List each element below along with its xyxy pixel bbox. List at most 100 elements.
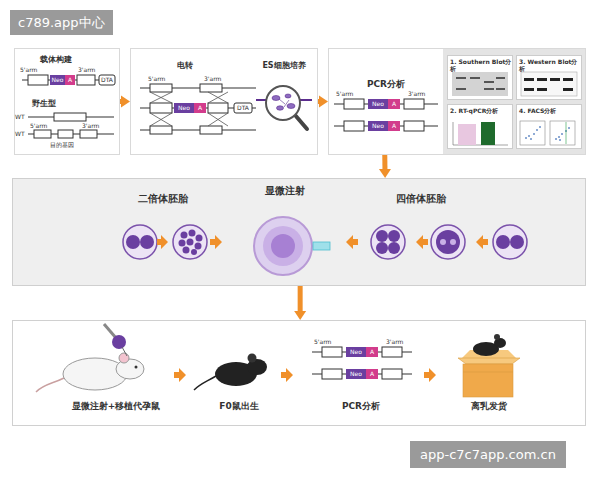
southern-gel (452, 72, 508, 96)
southern-gel (496, 88, 505, 90)
recombination-sketch (150, 103, 172, 113)
qpcr-bars (453, 122, 508, 145)
surrogate-mouse (119, 353, 129, 363)
four-cell-embryo (376, 230, 388, 242)
node-title: 3. Western Blot分析 (519, 58, 581, 72)
southern-gel (452, 72, 508, 96)
node-title: 显微注射 (245, 185, 325, 197)
blastocyst (183, 247, 190, 254)
fused-embryo (450, 239, 456, 245)
western-gel (524, 78, 573, 91)
shipping-box (494, 334, 500, 340)
facs-plots (530, 138, 532, 140)
flow-arrow (120, 96, 130, 108)
facs-plots (525, 126, 570, 141)
step-arrow (157, 235, 168, 249)
western-gel (537, 78, 547, 81)
facs-plots (558, 136, 560, 138)
node-title: 4. FACS分析 (519, 107, 581, 114)
node-title: PCR分析 (351, 79, 421, 90)
recombination-sketch (208, 113, 228, 126)
magnifier (266, 86, 300, 120)
four-cell-embryo (371, 225, 405, 259)
recombination-sketch (234, 103, 252, 113)
wild-type-locus (28, 113, 114, 138)
two-cell-embryo (493, 225, 527, 259)
facs-plots (528, 135, 530, 137)
southern-gel (470, 77, 480, 79)
recombination-sketch (150, 92, 172, 103)
four-cell-embryo (376, 242, 388, 254)
injection-cell (254, 217, 312, 275)
blastocyst (173, 225, 207, 259)
four-cell-embryo (376, 230, 400, 254)
blastocyst (189, 230, 196, 237)
two-cell-embryo (493, 225, 527, 259)
shipping-box (458, 358, 520, 364)
recombination-sketch (150, 126, 172, 134)
two-cell-embryo (140, 235, 154, 249)
two-cell-embryo (123, 225, 157, 259)
node-title: 显微注射+移植代孕鼠 (36, 401, 196, 412)
pcr-alleles-top (388, 121, 400, 131)
embryo-band: 二倍体胚胎显微注射四倍体胚胎 (12, 178, 586, 286)
blastocyst (196, 235, 203, 242)
magnifier (277, 106, 284, 110)
blastocyst (173, 225, 207, 259)
blastocyst (181, 232, 188, 239)
recombination-sketch (200, 126, 222, 134)
facs-plots (520, 121, 545, 145)
recombination-sketch (208, 92, 228, 103)
surrogate-mouse (36, 378, 64, 392)
wild-type-locus (28, 133, 114, 134)
qpcr-bars (453, 122, 454, 145)
surrogate-mouse (116, 359, 144, 379)
f0-mouse (248, 354, 257, 363)
f0-mouse (194, 354, 267, 391)
injection-cell (313, 242, 330, 250)
step-arrow (416, 235, 428, 249)
pcr-alleles-bottom (346, 347, 366, 357)
blastocyst (191, 249, 197, 255)
arrow-head (294, 311, 306, 320)
recombination-sketch (194, 103, 206, 113)
recombination-sketch (140, 84, 256, 134)
facs-plots (561, 133, 563, 135)
watermark: c789.app中心 (10, 10, 113, 35)
recombination-sketch (174, 103, 194, 113)
shipping-box (463, 364, 513, 397)
vector-construct (22, 75, 115, 85)
pcr-alleles-bottom (312, 373, 412, 374)
node-title: 二倍体胚胎 (123, 193, 203, 205)
southern-gel (456, 77, 505, 90)
mouse-band: 显微注射+移植代孕鼠F0鼠出生PCR分析离乳发货 (12, 320, 586, 426)
recombination-sketch (150, 113, 172, 126)
wild-type-locus (28, 116, 114, 117)
step-panel: PCR分析1. Southern Blot分析3. Western Blot分析… (328, 48, 586, 155)
pcr-alleles-top (368, 99, 388, 109)
recombination-sketch (208, 113, 228, 126)
western-gel (537, 88, 547, 91)
four-cell-embryo (388, 230, 400, 242)
step-arrow (346, 235, 358, 249)
vector-construct (99, 75, 115, 85)
node-title: F0鼠出生 (199, 401, 279, 412)
node-title: 2. RT-qPCR分析 (450, 107, 512, 114)
step-arrow (424, 368, 436, 382)
arrow-shaft (120, 99, 121, 104)
blastocyst (179, 240, 186, 247)
two-cell-embryo (123, 225, 157, 259)
two-cell-embryo (496, 235, 510, 249)
southern-gel (456, 88, 466, 90)
vector-construct (65, 75, 75, 85)
step-arrow (476, 235, 488, 249)
assay-box: 4. FACS分析 (516, 104, 582, 149)
injection-cell (271, 234, 295, 258)
shipping-box (473, 342, 499, 356)
facs-plots (536, 129, 538, 131)
western-gel (563, 78, 573, 81)
facs-plots (555, 138, 557, 140)
pcr-alleles-bottom (346, 369, 366, 379)
